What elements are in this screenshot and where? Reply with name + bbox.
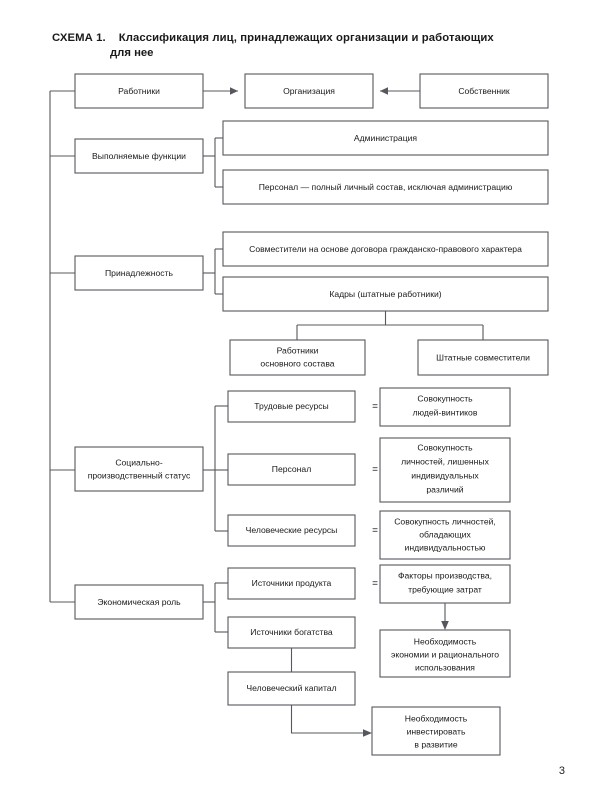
node-need-economy-line2: экономии и рационального: [391, 649, 499, 659]
node-set-of-cogs-line2: людей-винтиков: [413, 407, 478, 417]
node-set-deprived-line3: индивидуальных: [411, 470, 479, 480]
node-part-timers-civil-label: Совместители на основе договора гражданс…: [249, 244, 522, 254]
node-set-of-cogs-line1: Совокупность: [417, 393, 473, 403]
node-core-workers-label-line1: Работники: [277, 345, 319, 355]
node-human-capital-label: Человеческий капитал: [246, 683, 336, 693]
node-administration[interactable]: Администрация: [222, 120, 549, 156]
node-owner[interactable]: Собственник: [419, 73, 549, 109]
node-need-invest-line2: инвестировать: [407, 726, 466, 736]
node-part-timers-civil[interactable]: Совместители на основе договора гражданс…: [222, 231, 549, 267]
node-product-sources-label: Источники продукта: [252, 578, 332, 588]
node-need-economy-line3: использования: [415, 662, 475, 672]
title-text: Классификация лиц, принадлежащих организ…: [118, 32, 494, 44]
node-personnel-full[interactable]: Персонал — полный личный состав, исключа…: [222, 169, 549, 205]
node-production-factors-line1: Факторы производства,: [398, 570, 492, 580]
equals-sign-3: =: [372, 526, 378, 537]
node-core-workers-label-line2: основного состава: [260, 358, 334, 368]
node-workers-label: Работники: [118, 86, 160, 96]
node-set-deprived-line4: различий: [426, 484, 463, 494]
page-title: СХЕМА 1. Классификация лиц, принадлежащи…: [52, 30, 564, 46]
node-labor-resources[interactable]: Трудовые ресурсы: [227, 390, 356, 423]
arrow-capital-to-need-invest: [290, 705, 372, 737]
node-personnel[interactable]: Персонал: [227, 453, 356, 486]
node-need-economy[interactable]: Необходимость экономии и рационального и…: [379, 629, 511, 678]
page-number: 3: [558, 765, 565, 777]
bracket-social-status: [203, 405, 228, 532]
node-labor-resources-label: Трудовые ресурсы: [254, 401, 328, 411]
node-set-individual-line3: индивидуальностью: [405, 542, 486, 552]
node-organization-label: Организация: [283, 86, 335, 96]
node-owner-label: Собственник: [458, 86, 510, 96]
node-set-individual-line1: Совокупность личностей,: [394, 516, 496, 526]
node-core-workers[interactable]: Работники основного состава: [229, 339, 366, 376]
node-staff-part-timers-label: Штатные совместители: [436, 352, 530, 362]
equals-sign-4: =: [372, 579, 378, 590]
bracket-affiliation: [203, 248, 223, 295]
node-social-status-label-line1: Социально-: [115, 457, 163, 467]
node-product-sources[interactable]: Источники продукта: [227, 567, 356, 600]
node-set-deprived-line2: личностей, лишенных: [401, 456, 489, 466]
node-production-factors[interactable]: Факторы производства, требующие затрат: [379, 564, 511, 604]
title-label: СХЕМА 1.: [52, 32, 106, 44]
split-cadre: [296, 311, 484, 340]
node-administration-label: Администрация: [354, 133, 418, 143]
node-functions[interactable]: Выполняемые функции: [74, 138, 204, 174]
node-personnel-label: Персонал: [272, 464, 311, 474]
arrow-workers-to-organization: [203, 87, 238, 95]
node-organization[interactable]: Организация: [244, 73, 374, 109]
node-workers[interactable]: Работники: [74, 73, 204, 109]
page-title-line2: для нее: [110, 47, 154, 59]
node-human-capital[interactable]: Человеческий капитал: [227, 671, 356, 706]
bracket-functions: [203, 137, 223, 188]
node-personnel-full-label: Персонал — полный личный состав, исключа…: [259, 182, 513, 192]
node-wealth-sources[interactable]: Источники богатства: [227, 616, 356, 649]
bracket-economic-role: [203, 582, 228, 633]
node-set-of-cogs[interactable]: Совокупность людей-винтиков: [379, 387, 511, 427]
node-social-status[interactable]: Социально- производственный статус: [74, 446, 204, 492]
node-set-of-persons-individual[interactable]: Совокупность личностей, обладающих индив…: [379, 510, 511, 560]
node-affiliation[interactable]: Принадлежность: [74, 255, 204, 291]
left-spine-connector: [49, 90, 75, 603]
node-human-resources[interactable]: Человеческие ресурсы: [227, 514, 356, 547]
node-staff-part-timers[interactable]: Штатные совместители: [417, 339, 549, 376]
node-functions-label: Выполняемые функции: [92, 151, 186, 161]
node-staff-cadre-label: Кадры (штатные работники): [329, 289, 441, 299]
node-need-invest-line3: в развитие: [414, 739, 457, 749]
equals-sign-1: =: [372, 402, 378, 413]
node-wealth-sources-label: Источники богатства: [250, 627, 333, 637]
node-economic-role-label: Экономическая роль: [97, 597, 181, 607]
node-need-economy-line1: Необходимость: [414, 636, 477, 646]
node-staff-cadre[interactable]: Кадры (штатные работники): [222, 276, 549, 312]
node-set-individual-line2: обладающих: [419, 529, 471, 539]
node-need-invest[interactable]: Необходимость инвестировать в развитие: [371, 706, 501, 756]
node-need-invest-line1: Необходимость: [405, 713, 468, 723]
node-economic-role[interactable]: Экономическая роль: [74, 584, 204, 620]
node-social-status-label-line2: производственный статус: [88, 470, 191, 480]
equals-sign-2: =: [372, 465, 378, 476]
arrow-factors-to-need-economy: [441, 603, 449, 630]
node-set-deprived-line1: Совокупность: [417, 442, 473, 452]
node-production-factors-line2: требующие затрат: [408, 584, 482, 594]
node-human-resources-label: Человеческие ресурсы: [246, 525, 338, 535]
node-affiliation-label: Принадлежность: [105, 268, 174, 278]
node-set-of-persons-deprived[interactable]: Совокупность личностей, лишенных индивид…: [379, 437, 511, 503]
arrow-owner-to-organization: [380, 87, 420, 95]
